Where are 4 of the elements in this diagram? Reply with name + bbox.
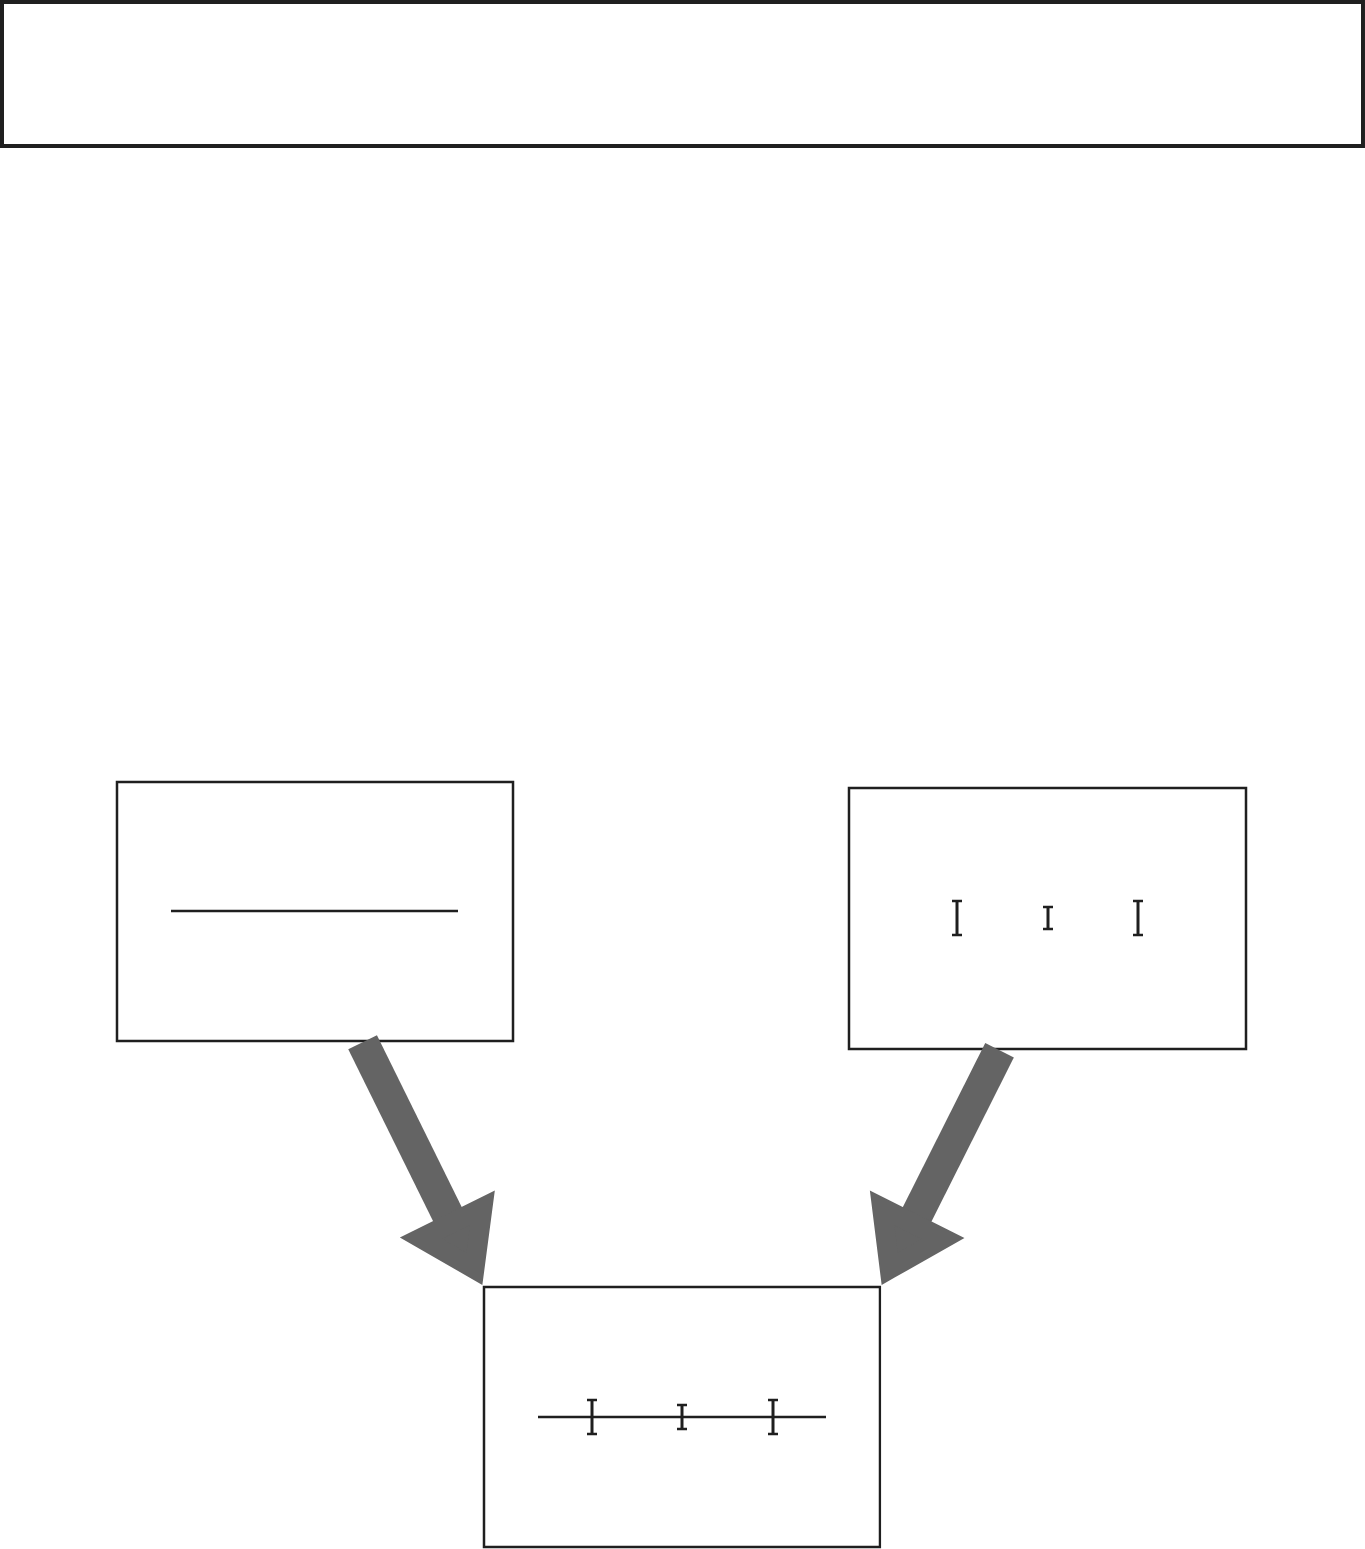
panel-box	[482, 1285, 882, 1549]
banner-box	[0, 0, 1365, 148]
panel-box	[115, 780, 515, 1043]
panel-box	[847, 786, 1248, 1051]
